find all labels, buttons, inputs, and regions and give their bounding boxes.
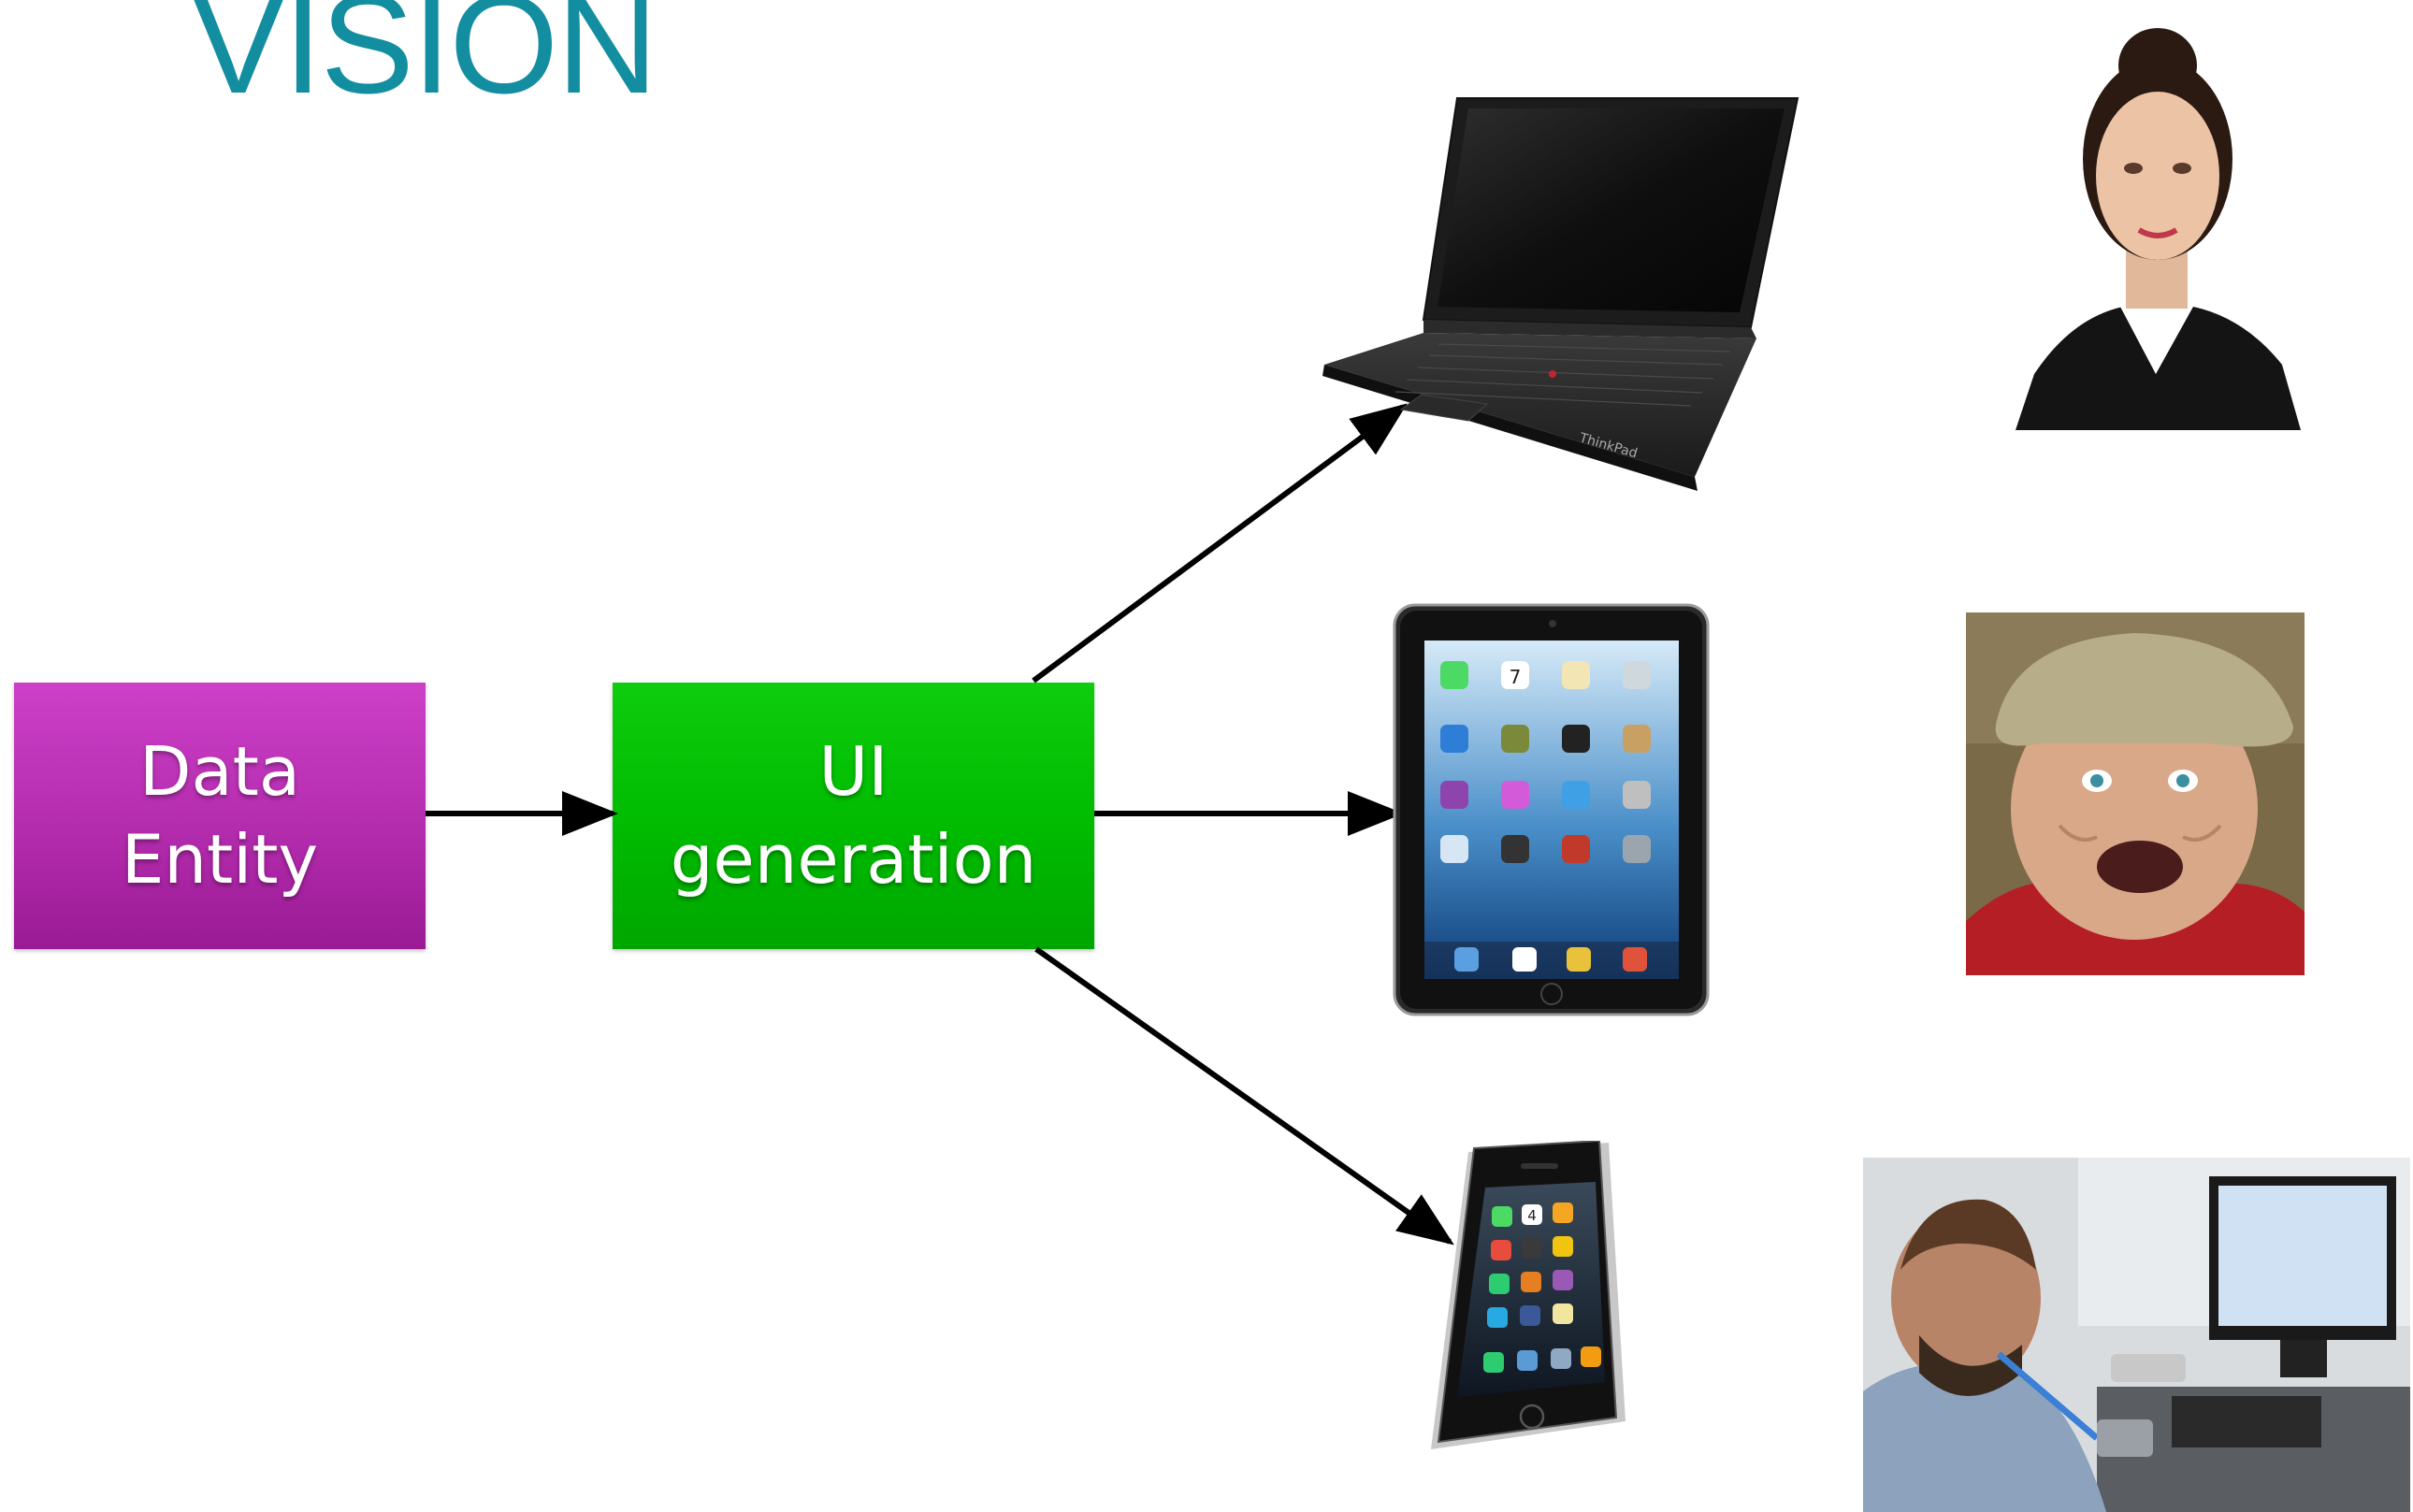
tablet-app-icons: 7 bbox=[1440, 661, 1651, 863]
ui-generation-box: UI generation bbox=[613, 683, 1094, 949]
elderly-man-photo bbox=[1966, 612, 2305, 975]
slide-title: VISION bbox=[192, 0, 657, 122]
assistive-tech-user-photo bbox=[1863, 1158, 2410, 1512]
tablet-image: 7 bbox=[1393, 603, 1710, 1016]
tablet-calendar-date: 7 bbox=[1510, 666, 1522, 688]
phone-calendar-date: 4 bbox=[1527, 1207, 1537, 1224]
laptop-image: ThinkPad bbox=[1322, 97, 1799, 491]
phone-image: 4 bbox=[1431, 1141, 1626, 1449]
data-entity-line2: Entity bbox=[121, 819, 319, 899]
businesswoman-photo bbox=[2016, 28, 2301, 430]
arrow-to-laptop bbox=[1032, 403, 1408, 684]
ui-generation-line1: UI bbox=[818, 731, 889, 811]
data-entity-box: Data Entity bbox=[14, 683, 426, 949]
data-entity-line1: Data bbox=[139, 731, 300, 811]
ui-generation-line2: generation bbox=[670, 819, 1037, 899]
phone-app-icons: 4 bbox=[1483, 1202, 1601, 1373]
arrow-to-phone bbox=[1034, 946, 1454, 1246]
